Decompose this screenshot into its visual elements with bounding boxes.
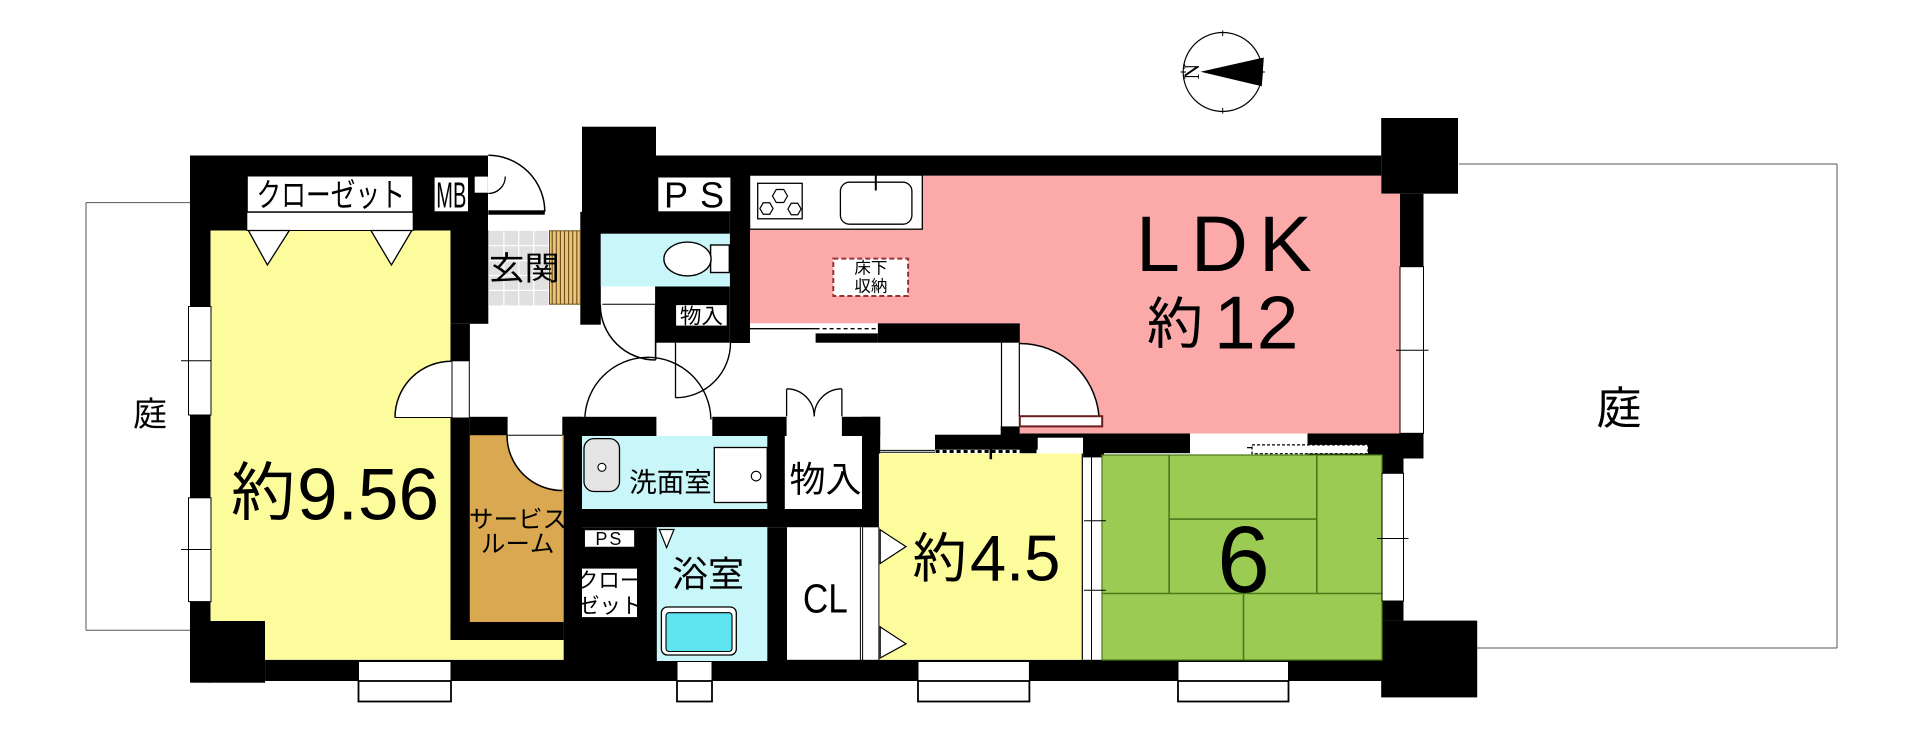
svg-text:9.56: 9.56 (297, 455, 439, 536)
svg-text:PS: PS (664, 174, 736, 215)
svg-text:PS: PS (595, 529, 623, 549)
svg-text:12: 12 (1214, 280, 1299, 364)
svg-text:LDK: LDK (1136, 199, 1323, 288)
svg-text:CL: CL (803, 576, 848, 622)
svg-text:N: N (1179, 64, 1204, 80)
svg-text:MB: MB (436, 174, 466, 215)
svg-text:4.5: 4.5 (970, 521, 1060, 594)
svg-text:6: 6 (1217, 507, 1270, 613)
